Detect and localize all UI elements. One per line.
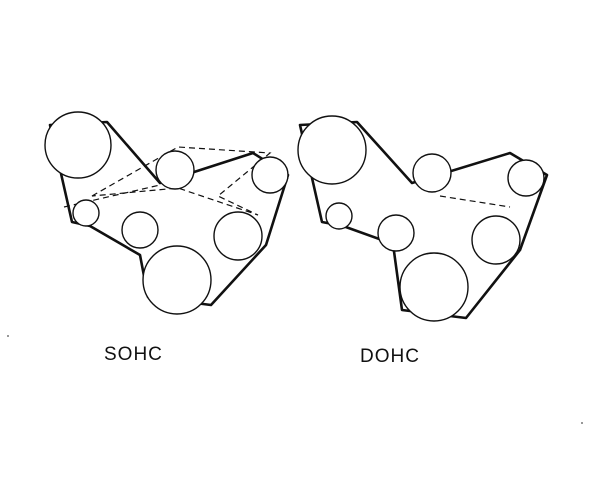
dohc-crankshaft-pulley (399, 252, 469, 322)
dohc-idler-pulley-small (325, 202, 353, 230)
sohc-tensioner-pulley (121, 211, 159, 249)
sohc-idler-pulley-small (72, 199, 100, 227)
scan-speck (7, 335, 9, 337)
sohc-crankshaft-pulley (142, 245, 212, 315)
sohc-belt-layout (44, 111, 290, 315)
dohc-idler-pulley-upper (412, 153, 452, 193)
sohc-alternator-pulley (251, 156, 289, 194)
dohc-alternator-pulley (507, 159, 545, 197)
dohc-alternate-belt-route (439, 195, 511, 208)
dohc-power-steering-pulley (297, 115, 367, 185)
scan-speck (581, 422, 583, 424)
sohc-label: SOHC (104, 344, 163, 365)
dohc-tensioner-pulley (377, 214, 415, 252)
sohc-alternate-belt-crossover (63, 184, 161, 208)
sohc-power-steering-pulley (44, 111, 112, 179)
dohc-belt-layout (297, 115, 549, 322)
dohc-water-pump-pulley (471, 215, 521, 265)
sohc-water-pump-pulley (213, 211, 263, 261)
sohc-idler-pulley-upper (155, 150, 195, 190)
dohc-label: DOHC (360, 346, 420, 367)
